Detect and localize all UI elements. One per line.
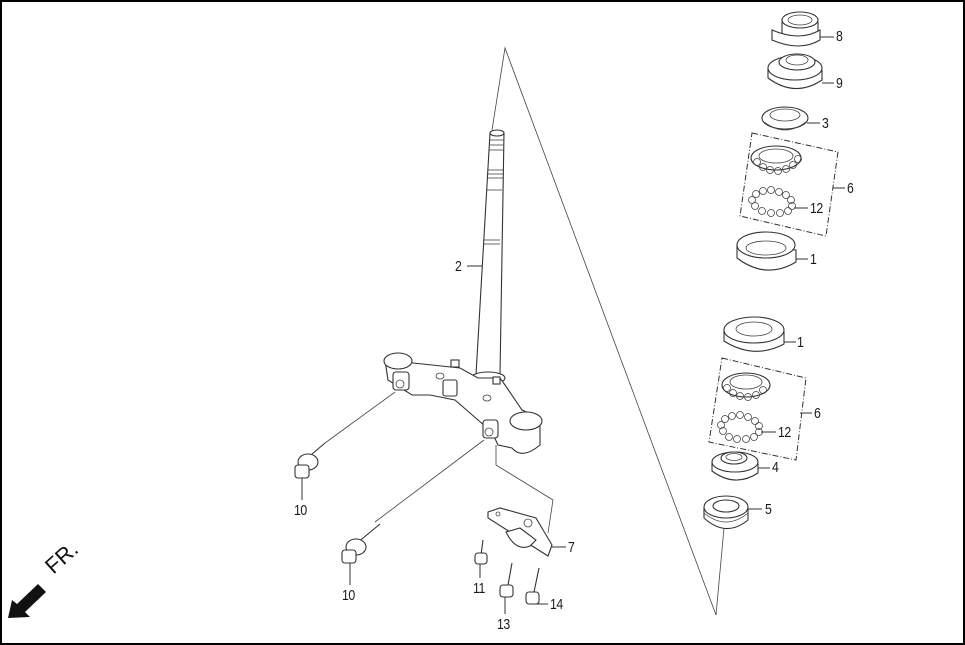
- bearing-set-box-lower: [708, 357, 807, 461]
- callout-10-upper: 10: [294, 502, 307, 519]
- callout-2: 2: [455, 258, 462, 275]
- hose-clamp-part-7-icon: [487, 507, 566, 557]
- ball-race-part-1-lower-icon: [723, 316, 796, 352]
- dust-seal-part-5-icon: [703, 495, 762, 530]
- callout-13: 13: [497, 616, 510, 633]
- bearing-retainer-lower-icon: [721, 372, 771, 401]
- bolt-part-11-icon: [474, 539, 488, 578]
- callout-4: 4: [772, 459, 779, 476]
- arrow-down-left-icon: [8, 584, 46, 618]
- steering-stem-part-2-icon: [467, 129, 506, 385]
- callout-11: 11: [473, 580, 485, 597]
- cone-race-part-3-icon: [761, 106, 820, 131]
- steel-balls-upper-icon: [748, 186, 796, 217]
- callout-6-lower: 6: [814, 405, 821, 422]
- cone-race-part-4-icon: [711, 451, 770, 481]
- flange-bolt-part-10-upper-icon: [294, 442, 326, 500]
- steel-balls-lower-icon: [717, 411, 763, 443]
- bolt-part-14-icon: [525, 567, 548, 605]
- callout-5: 5: [765, 501, 772, 518]
- callout-8: 8: [836, 28, 843, 45]
- bearing-set-box-upper: [739, 132, 839, 237]
- callout-9: 9: [836, 75, 843, 92]
- assembly-guide-line: [491, 46, 725, 616]
- bolt-part-13-icon: [499, 562, 514, 614]
- callout-1-upper: 1: [810, 251, 817, 268]
- ball-race-part-1-upper-icon: [736, 231, 808, 271]
- callout-12-lower: 12: [778, 424, 791, 441]
- adjusting-nut-part-9-icon: [767, 53, 834, 90]
- callout-14: 14: [550, 596, 563, 613]
- callout-10-lower: 10: [342, 587, 355, 604]
- callout-6-upper: 6: [847, 180, 854, 197]
- flange-bolt-part-10-lower-icon: [341, 523, 381, 585]
- lower-triple-clamp-icon: [383, 352, 543, 454]
- lock-nut-part-8-icon: [771, 11, 834, 47]
- callout-7: 7: [568, 539, 575, 556]
- callout-1-lower: 1: [797, 334, 804, 351]
- callout-12-upper: 12: [810, 200, 823, 217]
- callout-3: 3: [822, 115, 829, 132]
- bearing-retainer-upper-icon: [750, 145, 802, 175]
